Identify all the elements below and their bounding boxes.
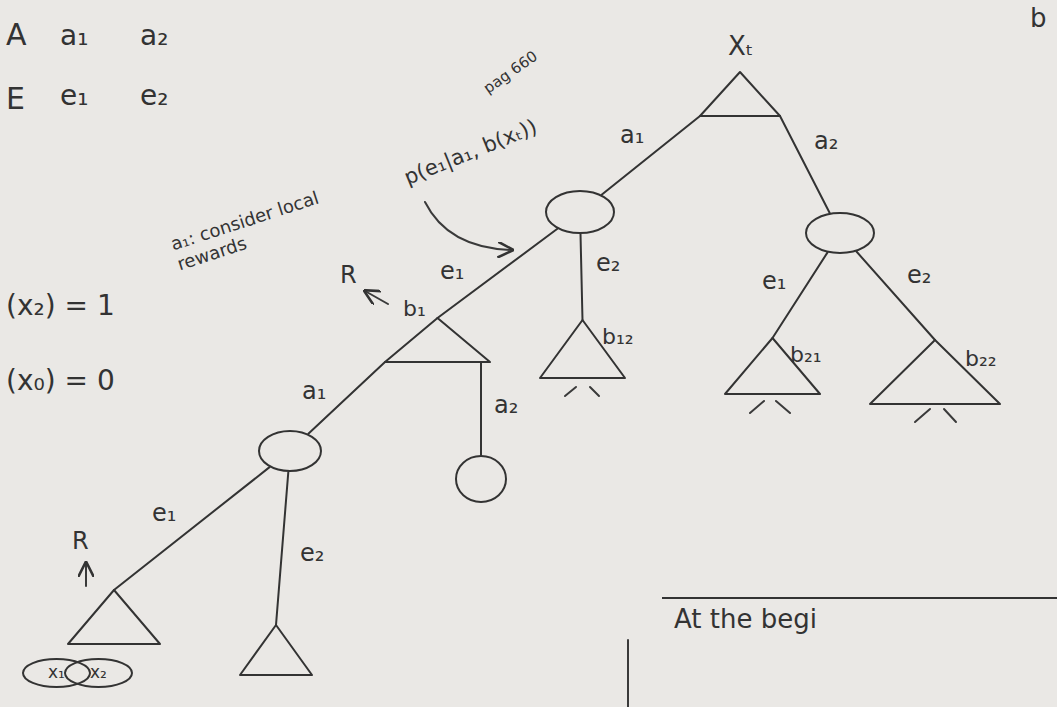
evidence-name: e₂: [140, 80, 168, 112]
branch-label: a₂: [812, 128, 840, 156]
oval-outline: [806, 213, 874, 253]
branch-label: e₂: [298, 540, 326, 568]
note-rule: [662, 597, 1057, 599]
branch-label: e₁: [150, 500, 178, 528]
action-name: a₁: [60, 20, 88, 52]
reward-arrow: [85, 563, 87, 586]
reward-label: R: [72, 528, 89, 556]
branch-label: a₁: [300, 378, 328, 406]
branch-label: e₁: [438, 258, 466, 286]
branch-label: e₂: [594, 250, 622, 278]
node-outline: [545, 190, 615, 234]
action-name: a₂: [140, 20, 168, 52]
subtree-mark: [565, 387, 599, 396]
node-label: b₁₂: [602, 324, 687, 349]
tree-branch: [602, 116, 700, 195]
max-node-triangle: b₁₂: [540, 320, 625, 378]
chance-node-oval: [455, 455, 507, 503]
subtree-mark: [750, 401, 790, 413]
branch-label: a₂: [492, 392, 520, 420]
node-outline: [240, 625, 312, 675]
node-label: x₂: [64, 663, 133, 683]
belief-value: (x₂) = 1: [6, 290, 115, 322]
max-node-triangle: b₂₁: [725, 338, 820, 394]
node-outline: [68, 590, 160, 644]
tree-branch: [276, 472, 288, 625]
probability-note: p(e₁|a₁, b(xₜ)): [401, 114, 541, 189]
subtree-mark: [915, 409, 956, 422]
node-label: b₁: [403, 296, 508, 321]
node-label: x₁: [22, 663, 91, 683]
node-label: b₂₁: [790, 342, 885, 367]
max-node-triangle: b₁: [385, 318, 490, 362]
reward-arrow: [365, 291, 388, 304]
note-margin-line: [627, 640, 629, 707]
evidence-name: e₁: [60, 80, 88, 112]
chance-node-oval: [258, 430, 322, 472]
node-label: b₂₂: [965, 346, 1057, 371]
node-outline: [385, 318, 490, 362]
branch-label: a₁: [618, 122, 646, 150]
node-outline: [700, 72, 780, 116]
tree-branch: [114, 467, 270, 590]
max-node-triangle: [240, 625, 312, 675]
note-box: At the begi: [662, 597, 1057, 707]
set-name: E: [6, 82, 25, 117]
tree-branch: [480, 362, 482, 455]
chance-node-oval: [545, 190, 615, 234]
node-outline: [805, 212, 875, 254]
note-fragment: b: [1030, 4, 1047, 34]
max-node-triangle: Xₜ: [700, 72, 780, 116]
note-text: At the begi: [662, 597, 1057, 643]
triangle-outline: [700, 72, 780, 116]
oval-outline: [546, 191, 614, 233]
oval-outline: [259, 431, 321, 471]
set-name: A: [6, 18, 27, 53]
tree-branch: [856, 252, 935, 340]
chance-node-oval: [805, 212, 875, 254]
oval-outline: [23, 659, 90, 687]
tree-branch: [438, 229, 558, 318]
node-label: Xₜ: [728, 32, 808, 62]
reward-label: R: [340, 262, 357, 290]
node-outline: [258, 430, 322, 472]
annotation-arrow: [425, 202, 512, 250]
max-node-triangle: b₂₂: [870, 340, 1000, 404]
oval-outline: [65, 659, 132, 687]
triangle-outline: [240, 625, 312, 675]
max-node-triangle: [68, 590, 160, 644]
branch-label: e₁: [760, 268, 788, 296]
state-oval: x₁: [22, 658, 91, 688]
tree-branch: [581, 234, 583, 320]
oval-outline: [456, 456, 506, 502]
reward-note: a₁: consider local rewards: [168, 177, 361, 275]
node-outline: [455, 455, 507, 503]
belief-value: (x₀) = 0: [6, 365, 115, 397]
triangle-outline: [385, 318, 490, 362]
state-oval: x₂: [64, 658, 133, 688]
triangle-outline: [68, 590, 160, 644]
branch-label: e₂: [905, 262, 933, 290]
page-note: pag 660: [481, 48, 541, 97]
